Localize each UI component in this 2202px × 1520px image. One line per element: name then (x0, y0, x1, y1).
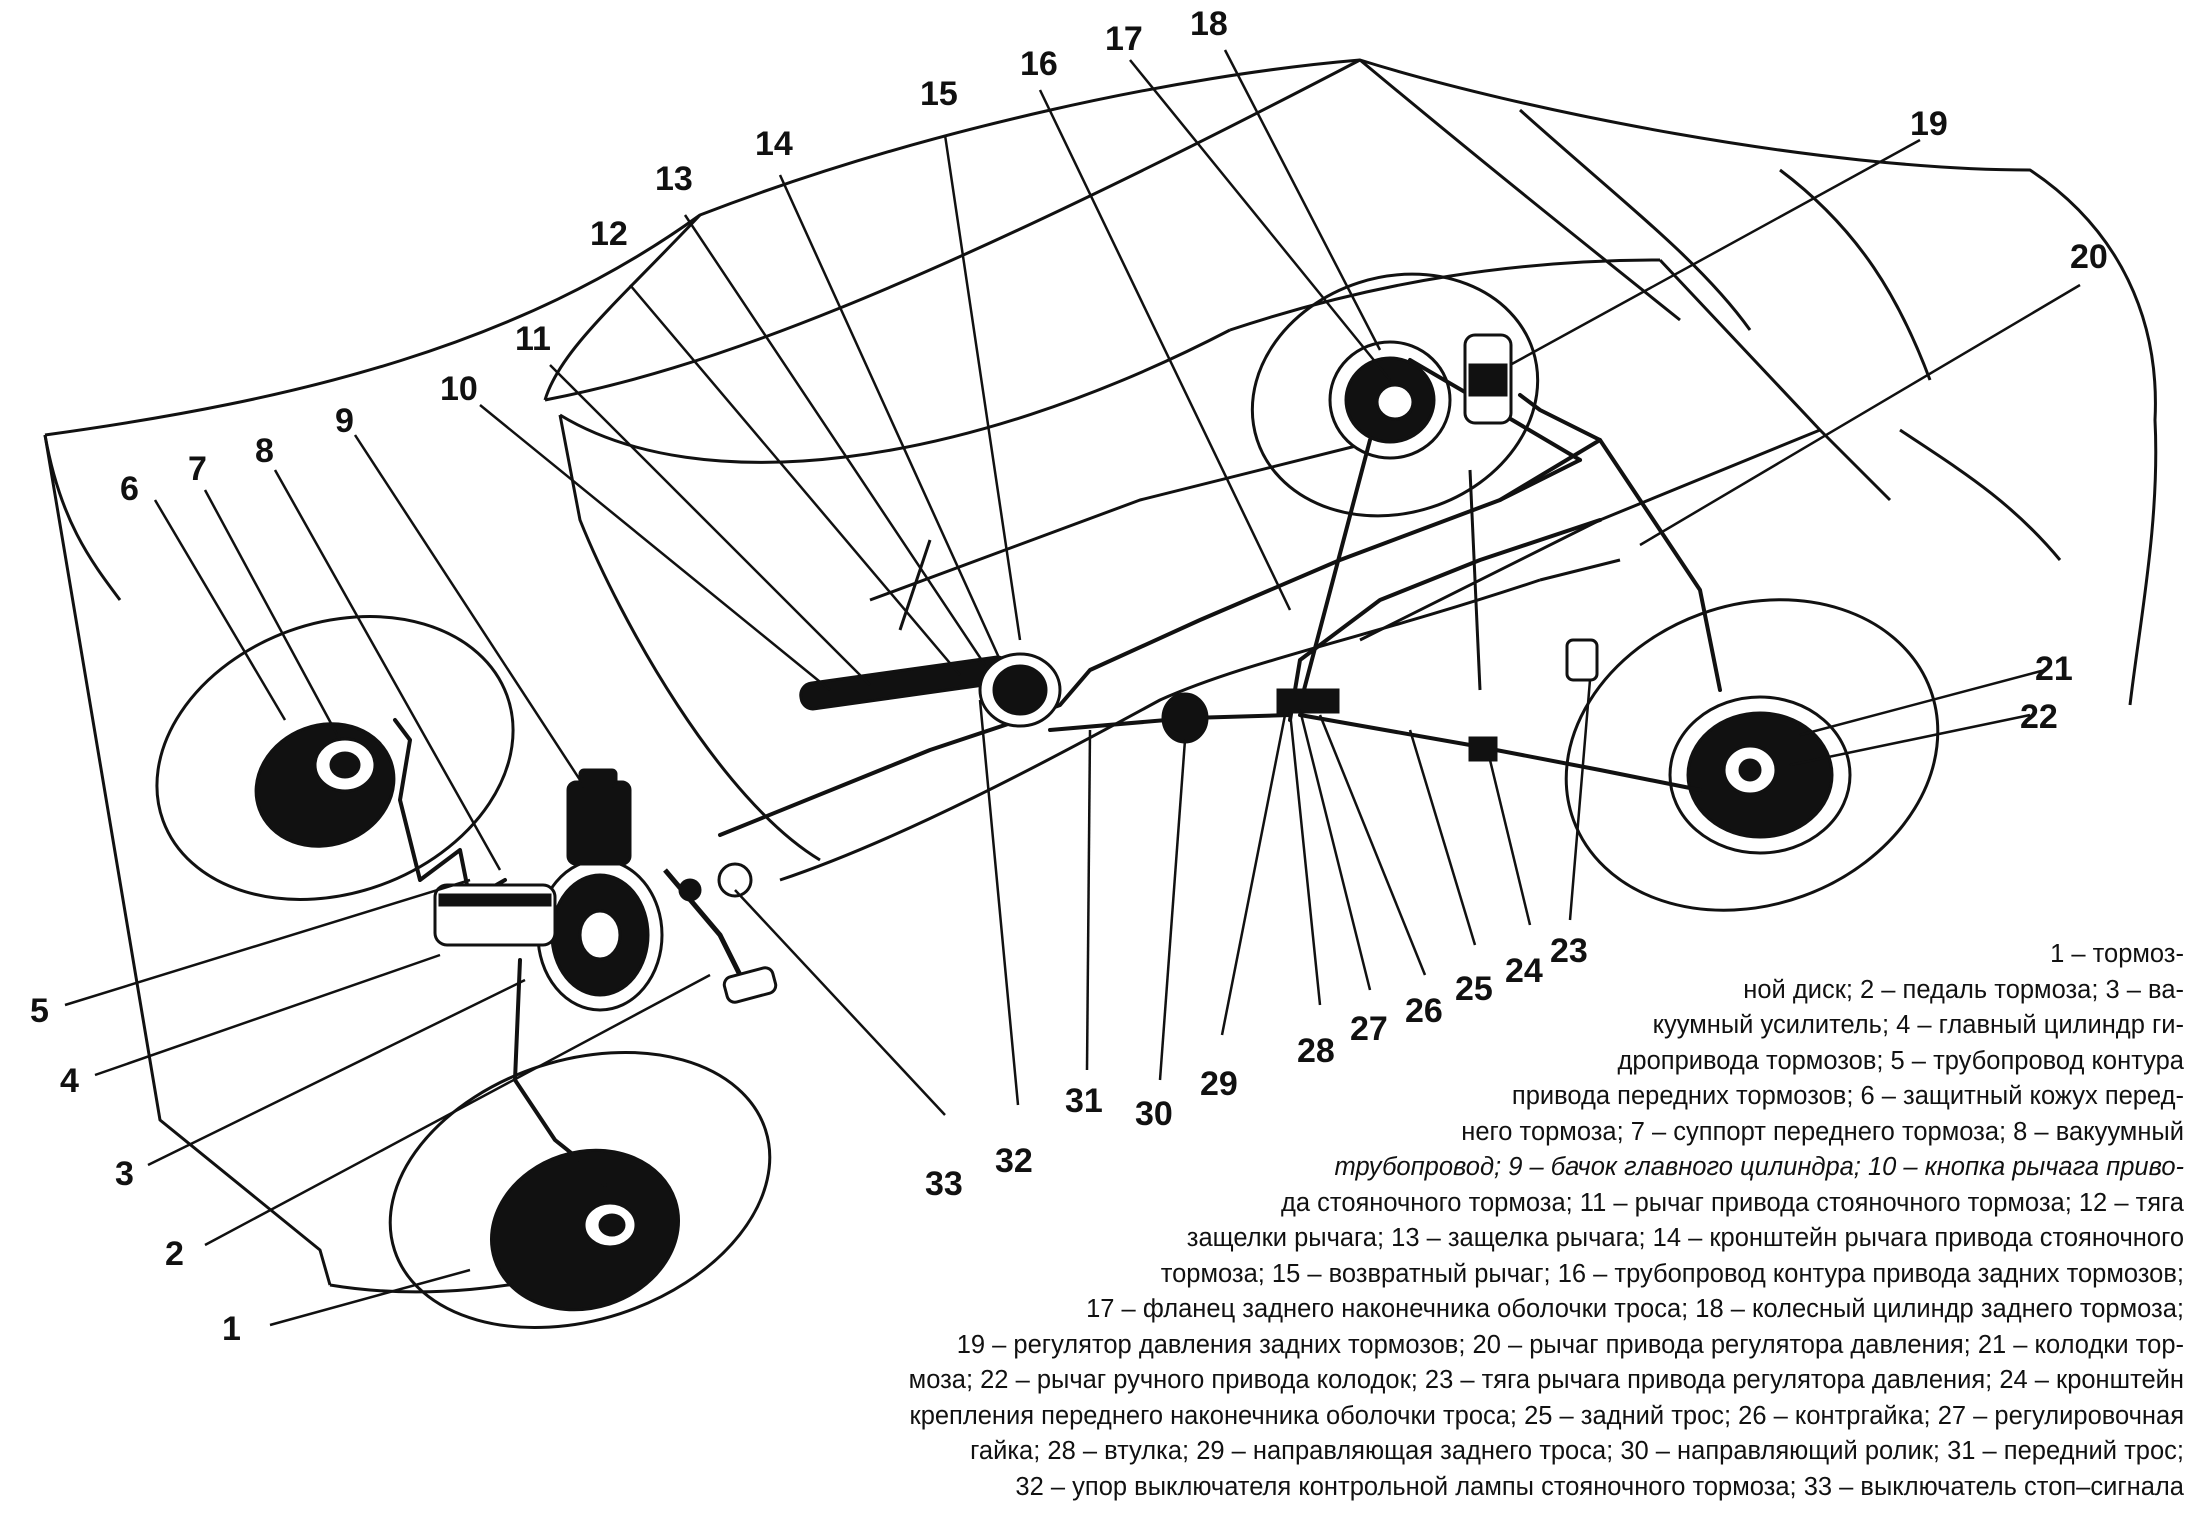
callout-12: 12 (590, 215, 628, 253)
callout-8: 8 (255, 432, 274, 470)
rear-right-wheel (1564, 598, 1940, 912)
cable-bracket (1468, 736, 1498, 762)
legend-line-10: тормоза; 15 – возвратный рычаг; 16 – тру… (1160, 1259, 2184, 1288)
callout-23: 23 (1550, 932, 1588, 970)
rear-cable (1298, 713, 1702, 792)
callout-33: 33 (925, 1165, 963, 1203)
callout-26: 26 (1405, 992, 1443, 1030)
callout-6: 6 (120, 470, 139, 508)
legend-line-2: ной диск; 2 – педаль тормоза; 3 – ва- (1743, 975, 2184, 1004)
components (433, 333, 1599, 1012)
callout-32: 32 (995, 1142, 1033, 1180)
callout-7: 7 (188, 450, 207, 488)
legend-line-6: него тормоза; 7 – суппорт переднего торм… (1461, 1117, 2184, 1146)
figure-legend: 1 – тормоз- ной диск; 2 – педаль тормоза… (654, 937, 2184, 1505)
legend-line-1: 1 – тормоз- (2050, 940, 2184, 968)
legend-line-11: 17 – фланец заднего наконечника оболочки… (1086, 1295, 2184, 1323)
callout-31: 31 (1065, 1082, 1103, 1120)
cable-adjuster (1276, 688, 1340, 714)
leader-lines (64, 49, 2081, 1327)
callout-13: 13 (655, 160, 693, 198)
legend-line-5: привода передних тормозов; 6 – защитный … (1511, 1082, 2184, 1110)
callout-15: 15 (920, 75, 958, 113)
callout-labels: 1 2 3 4 5 6 7 8 9 10 11 12 13 14 15 16 1… (30, 5, 2108, 1348)
callout-22: 22 (2020, 698, 2058, 736)
legend-line-3: куумный усилитель; 4 – главный цилиндр г… (1652, 1011, 2184, 1039)
callout-20: 20 (2070, 238, 2108, 276)
legend-line-13: моза; 22 – рычаг ручного привода колодок… (908, 1366, 2184, 1394)
legend-line-14: крепления переднего наконечника оболочки… (909, 1401, 2184, 1430)
callout-24: 24 (1505, 952, 1543, 990)
reservoir (566, 780, 632, 866)
legend-line-12: 19 – регулятор давления задних тормозов;… (956, 1330, 2184, 1359)
callout-25: 25 (1455, 970, 1493, 1008)
callout-30: 30 (1135, 1095, 1173, 1133)
callout-10: 10 (440, 370, 478, 408)
front-left-wheel (155, 615, 515, 901)
guide-roller (1161, 692, 1209, 744)
rear-axle-line (1498, 438, 1722, 692)
callout-4: 4 (60, 1062, 79, 1100)
callout-2: 2 (165, 1235, 184, 1273)
legend-line-8: да стояночного тормоза; 11 – рычаг приво… (1281, 1188, 2184, 1217)
rear-circuit-line (718, 458, 1582, 837)
brake-pedal (722, 966, 778, 1004)
callout-1: 1 (222, 1310, 241, 1348)
stop-light-switch (717, 862, 753, 898)
callout-28: 28 (1297, 1032, 1335, 1070)
callout-16: 16 (1020, 45, 1058, 83)
callout-21: 21 (2035, 650, 2073, 688)
callout-11: 11 (515, 320, 551, 358)
callout-27: 27 (1350, 1010, 1388, 1048)
brake-lines (393, 358, 1722, 1187)
regulator-lever (1565, 638, 1599, 682)
callout-19: 19 (1910, 105, 1948, 143)
callout-3: 3 (115, 1155, 134, 1193)
callout-18: 18 (1190, 5, 1228, 43)
legend-line-9: защелки рычага; 13 – защелка рычага; 14 … (1186, 1224, 2184, 1252)
callout-17: 17 (1105, 20, 1143, 58)
legend-line-15: гайка; 28 – втулка; 29 – направляющая за… (970, 1437, 2184, 1465)
rear-left-wheel (1250, 272, 1540, 518)
callout-29: 29 (1200, 1065, 1238, 1103)
callout-5: 5 (30, 992, 49, 1030)
legend-line-7: трубопровод; 9 – бачок главного цилиндра… (1334, 1153, 2184, 1181)
wheels (155, 272, 1940, 1330)
brake-assemblies (254, 340, 1852, 1312)
front-circuit-line-right (513, 958, 607, 1187)
callout-14: 14 (755, 125, 793, 163)
callout-9: 9 (335, 402, 354, 440)
legend-line-16: 32 – упор выключателя контрольной лампы … (1015, 1472, 2184, 1501)
legend-line-4: дропривода тормозов; 5 – трубопровод кон… (1617, 1046, 2184, 1075)
